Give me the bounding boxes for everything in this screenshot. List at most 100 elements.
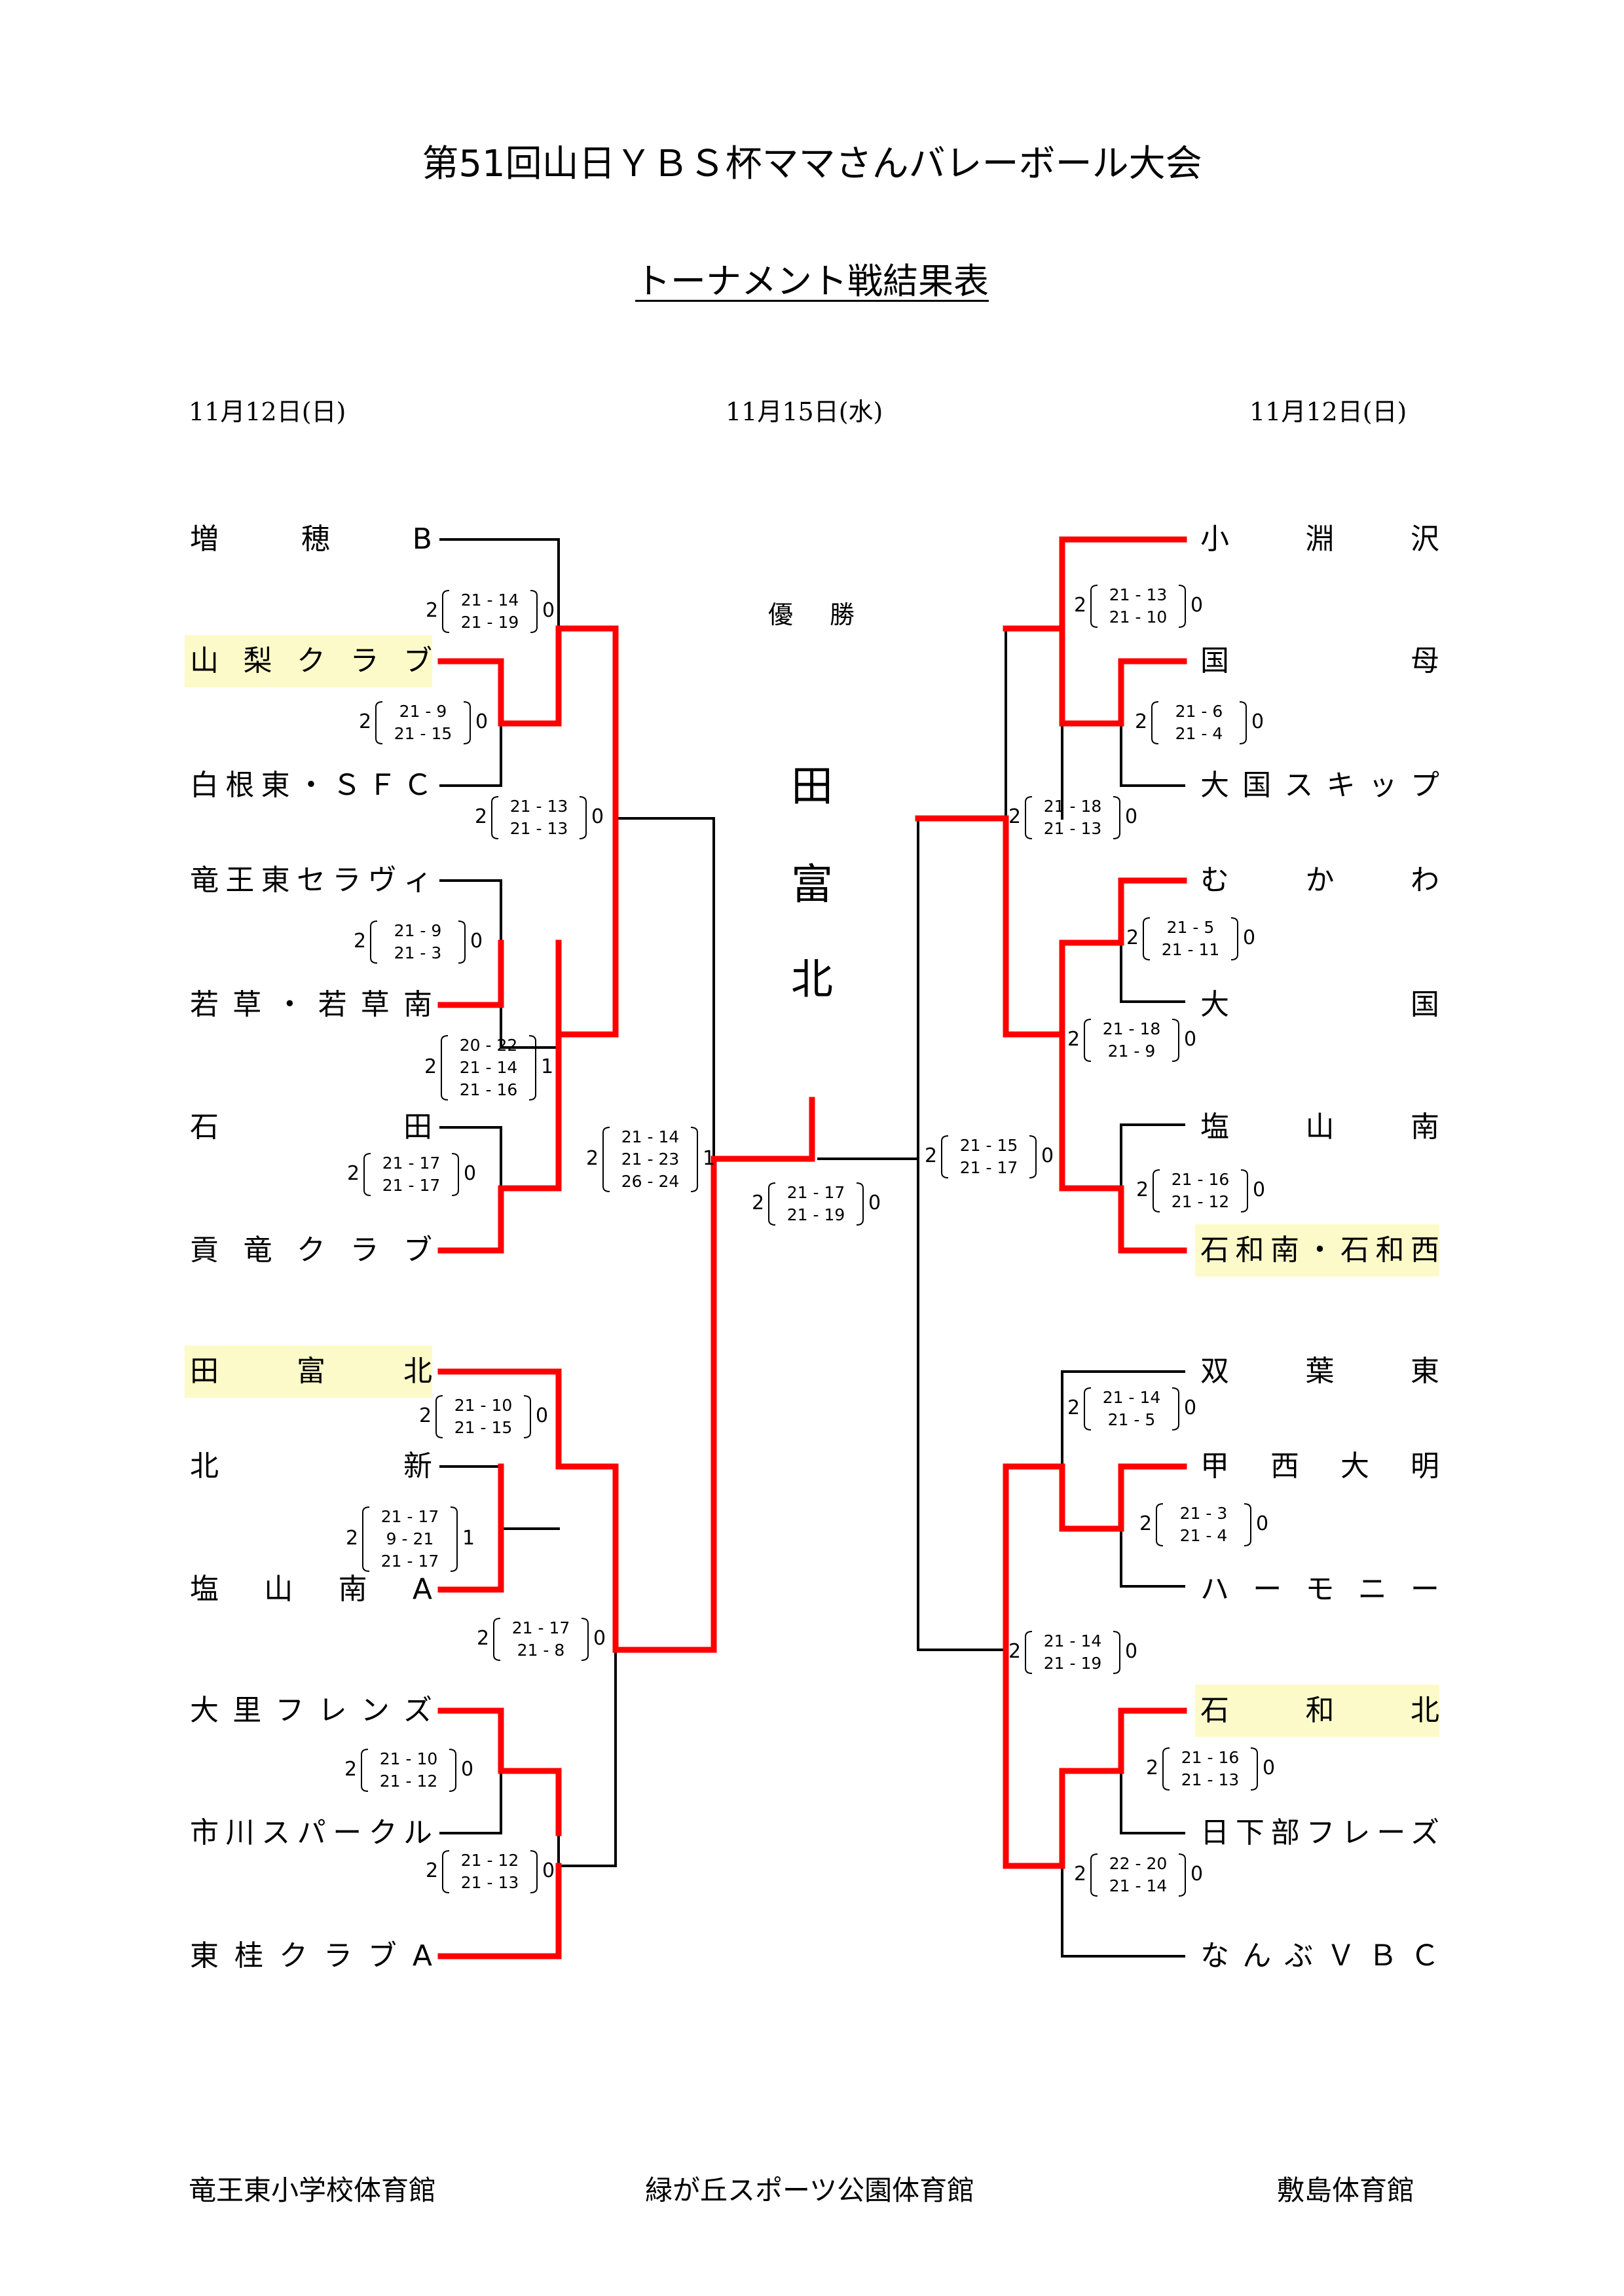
score-set: 21 - 3 [394, 943, 442, 962]
team-right-8: 双 葉 東 [1200, 1355, 1439, 1388]
score-set: 21 - 12 [460, 1851, 519, 1870]
score-set: 22 - 20 [1109, 1854, 1168, 1873]
score-set: 21 - 17 [511, 1618, 570, 1637]
score-sets-won-left: 2 [1146, 1757, 1159, 1779]
score-set: 21 - 16 [1181, 1748, 1240, 1767]
score-box: 2 21 - 12 21 - 13 0 [426, 1850, 570, 1894]
score-set: 21 - 4 [1175, 724, 1223, 743]
score-sets-won-right: 0 [1190, 594, 1204, 617]
score-set: 21 - 8 [517, 1641, 565, 1660]
score-sets-won-left: 2 [1067, 1028, 1080, 1051]
team-right-13: な ん ぶ Ｖ Ｂ Ｃ [1200, 1939, 1439, 1973]
score-sets-won-right: 0 [542, 1859, 555, 1882]
venue-left: 竜王東小学校体育館 [189, 2174, 437, 2206]
score-sets-won-left: 2 [1074, 594, 1087, 617]
score-brackets [493, 1618, 589, 1661]
score-sets-won-right: 0 [1184, 1028, 1197, 1051]
score-sets-won-right: 0 [1125, 1640, 1138, 1663]
score-set: 21 - 12 [379, 1772, 438, 1791]
score-set: 21 - 18 [1102, 1019, 1161, 1038]
team-right-9: 甲 西 大 明 [1200, 1449, 1439, 1483]
score-brackets [1084, 1019, 1179, 1062]
score-box: 2 21 - 18 21 - 9 0 [1067, 1018, 1211, 1063]
score-brackets [1025, 796, 1120, 839]
score-set: 21 - 16 [459, 1080, 518, 1099]
score-set: 21 - 19 [786, 1205, 845, 1224]
score-set: 21 - 14 [1043, 1631, 1102, 1650]
team-right-3: 大 国 ス キ ッ プ [1200, 769, 1439, 802]
score-set: 21 - 5 [1166, 918, 1215, 937]
score-sets-won-left: 2 [1074, 1863, 1087, 1886]
score-set: 21 - 6 [1175, 702, 1223, 721]
score-set: 21 - 5 [1107, 1410, 1156, 1429]
score-set: 21 - 15 [959, 1136, 1018, 1155]
score-sets-won-right: 0 [470, 930, 483, 953]
score-set: 21 - 14 [459, 1058, 518, 1077]
team-left-6: 石 田 [190, 1110, 432, 1144]
score-set: 21 - 13 [1181, 1770, 1240, 1789]
score-set: 21 - 10 [454, 1396, 513, 1415]
score-sets-won-left: 2 [426, 599, 439, 622]
score-set: 21 - 17 [380, 1507, 439, 1526]
score-brackets [442, 590, 538, 633]
winner-lines-right [915, 536, 1187, 1869]
date-right: 11月12日(日) [1249, 397, 1407, 426]
score-set: 21 - 17 [380, 1552, 439, 1571]
score-brackets [435, 1395, 531, 1438]
score-set: 21 - 10 [379, 1749, 438, 1768]
score-sets-won-left: 2 [1126, 926, 1139, 949]
score-sets-won-right: 0 [536, 1404, 549, 1427]
score-sets-won-right: 0 [475, 710, 489, 733]
score-brackets [1084, 1387, 1179, 1430]
score-sets-won-left: 2 [477, 1627, 490, 1650]
score-sets-won-right: 0 [1041, 1144, 1054, 1167]
team-right-11: 石 和 北 [1195, 1685, 1439, 1737]
score-brackets [1025, 1631, 1120, 1674]
score-sets-won-right: 0 [1125, 805, 1138, 828]
score-brackets [1153, 1169, 1248, 1212]
date-left: 11月12日(日) [189, 397, 346, 426]
score-set: 21 - 15 [454, 1418, 513, 1437]
score-brackets [1090, 1853, 1186, 1897]
score-brackets [362, 1506, 458, 1572]
score-sets-won-right: 0 [1263, 1757, 1276, 1779]
score-brackets [363, 1153, 459, 1196]
score-sets-won-right: 1 [541, 1055, 554, 1078]
team-right-10: ハ ー モ ニ ー [1200, 1573, 1439, 1606]
score-sets-won-left: 2 [359, 710, 372, 733]
score-sets-won-left: 2 [1008, 1640, 1022, 1663]
score-set: 21 - 11 [1161, 940, 1220, 959]
subtitle-text: トーナメント戦結果表 [635, 261, 989, 302]
team-right-12: 日下部フレーズ [1200, 1816, 1439, 1850]
score-set: 21 - 9 [399, 702, 447, 721]
team-right-2: 国 母 [1200, 644, 1439, 678]
score-set: 21 - 3 [1179, 1504, 1228, 1523]
score-sets-won-left: 2 [346, 1527, 359, 1550]
score-set: 21 - 13 [1043, 819, 1102, 838]
champion-char-2: 富 [791, 861, 833, 909]
team-right-4: む か わ [1200, 864, 1439, 897]
score-sets-won-left: 2 [426, 1859, 439, 1882]
score-set: 21 - 9 [1107, 1042, 1156, 1061]
score-set: 21 - 13 [509, 797, 568, 816]
score-set: 21 - 17 [382, 1154, 441, 1173]
score-set: 21 - 13 [460, 1873, 519, 1892]
team-left-10: 塩 山 南 A [190, 1573, 432, 1606]
venue-right: 敷島体育館 [1277, 2174, 1415, 2206]
champion-char-1: 田 [791, 763, 833, 811]
team-left-5: 若 草 ・ 若 草 南 [190, 988, 432, 1021]
score-sets-won-right: 0 [1190, 1863, 1204, 1886]
score-sets-won-right: 0 [1251, 710, 1264, 733]
score-brackets [361, 1749, 456, 1792]
